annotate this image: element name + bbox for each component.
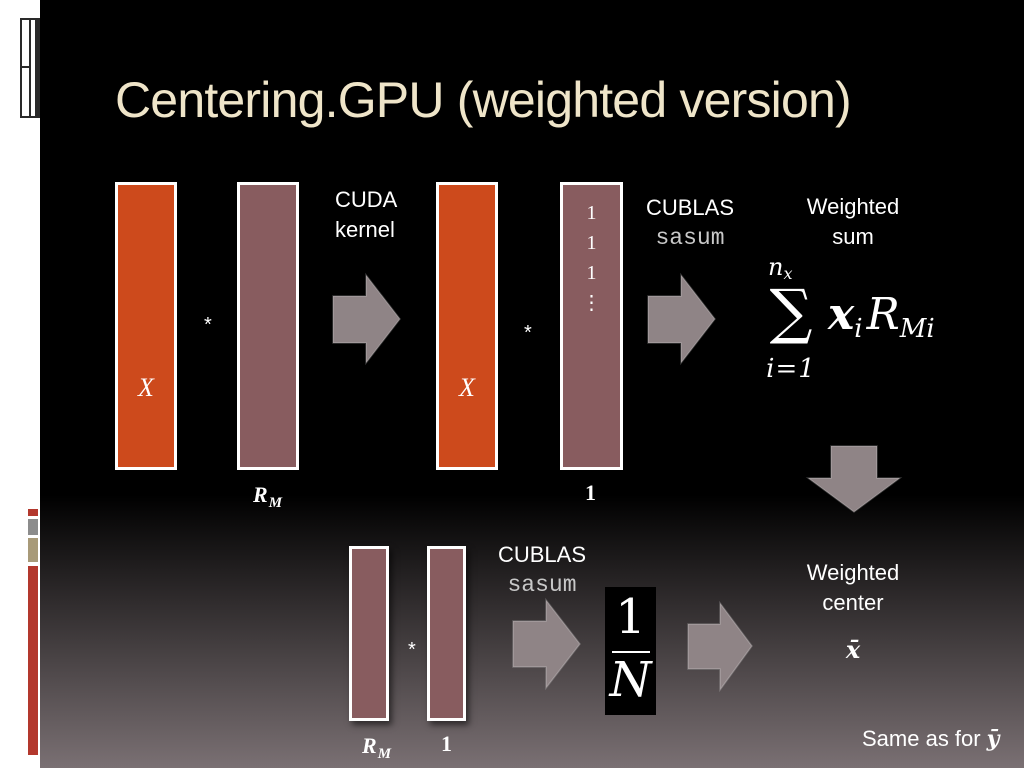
factor-x-base: x	[828, 289, 855, 340]
cuda-kernel-caption: CUDA kernel	[335, 185, 397, 245]
vector-rm-name: RM	[253, 482, 283, 511]
sidebar-accent-tan-bar	[28, 538, 38, 562]
upper-limit-base: n	[768, 253, 784, 281]
vector-x-bar: X	[115, 182, 177, 470]
left-sidebar-strip	[0, 0, 40, 768]
sidebar-accent-red-bar	[28, 566, 38, 755]
footnote-symbol: ȳ	[986, 726, 1000, 752]
upper-limit-subscript: x	[783, 264, 793, 283]
summand: xiRMi	[828, 293, 935, 342]
weighted-center-caption: Weighted center	[793, 558, 913, 618]
weighted-center-symbol: x̄	[845, 635, 861, 664]
footnote-text: Same as for	[862, 726, 981, 751]
slide-title: Centering.GPU (weighted version)	[115, 72, 852, 128]
fraction-numerator: 1	[615, 589, 646, 645]
vector-rm-name-base: R	[362, 733, 377, 758]
vector-rm-name-subscript: M	[377, 746, 392, 762]
library-name: CUBLAS	[497, 542, 587, 567]
vector-ones-name: 1	[441, 731, 452, 756]
vector-ones-bar: 1 1 1 ⋮	[560, 182, 623, 470]
cublas-sasum-caption: CUBLAS sasum	[492, 540, 592, 600]
vector-x-label: X	[138, 373, 154, 402]
caption-line-1: Weighted	[806, 194, 900, 219]
caption-line-2: kernel	[335, 217, 395, 242]
summand-factor-r: RMi	[866, 289, 935, 342]
vector-rm-name: RM	[362, 733, 392, 762]
vector-entry: 1	[586, 202, 597, 224]
summand-factor-x: xi	[828, 289, 863, 342]
vector-ones-entries: 1 1 1 ⋮	[563, 198, 620, 318]
vector-x-bar: X	[436, 182, 498, 470]
caption-line-2: center	[822, 590, 884, 615]
fraction-bar	[612, 651, 650, 653]
vector-rm-name-subscript: M	[268, 495, 283, 511]
vector-rm-bar	[237, 182, 299, 470]
caption-line-2: sum	[832, 224, 874, 249]
vector-entry: 1	[586, 262, 597, 284]
multiply-operator: *	[524, 322, 532, 344]
factor-r-subscript: Mi	[899, 313, 935, 344]
function-name: sasum	[507, 572, 577, 598]
cublas-sasum-caption: CUBLAS sasum	[640, 193, 740, 253]
vector-rm-name-base: R	[253, 482, 268, 507]
vector-entry-ellipsis: ⋮	[581, 292, 602, 314]
window-ornament-icon	[20, 18, 40, 118]
fraction-denominator: N	[609, 652, 652, 708]
multiply-operator: *	[408, 639, 416, 661]
vector-x-label: X	[459, 373, 475, 402]
vector-ones-name: 1	[585, 480, 596, 505]
sidebar-accent-gray-bar	[28, 519, 38, 535]
sum-upper-limit: nx	[768, 253, 793, 282]
multiply-operator: *	[204, 314, 212, 336]
library-name: CUBLAS	[645, 195, 735, 220]
weighted-sum-caption: Weighted sum	[793, 192, 913, 252]
sum-lower-limit: i=1	[766, 354, 816, 384]
summation-symbol: ∑	[769, 277, 813, 347]
function-name: sasum	[655, 225, 725, 251]
vector-ones-bar-small	[427, 546, 466, 721]
vector-entry: 1	[586, 232, 597, 254]
vector-rm-bar-small	[349, 546, 389, 721]
caption-line-1: Weighted	[806, 560, 900, 585]
factor-r-base: R	[866, 289, 900, 340]
inverse-n-fraction: 1 N	[605, 587, 656, 715]
sidebar-accent-red-square	[28, 509, 38, 516]
caption-line-1: CUDA	[335, 187, 398, 212]
factor-x-subscript: i	[854, 313, 863, 344]
